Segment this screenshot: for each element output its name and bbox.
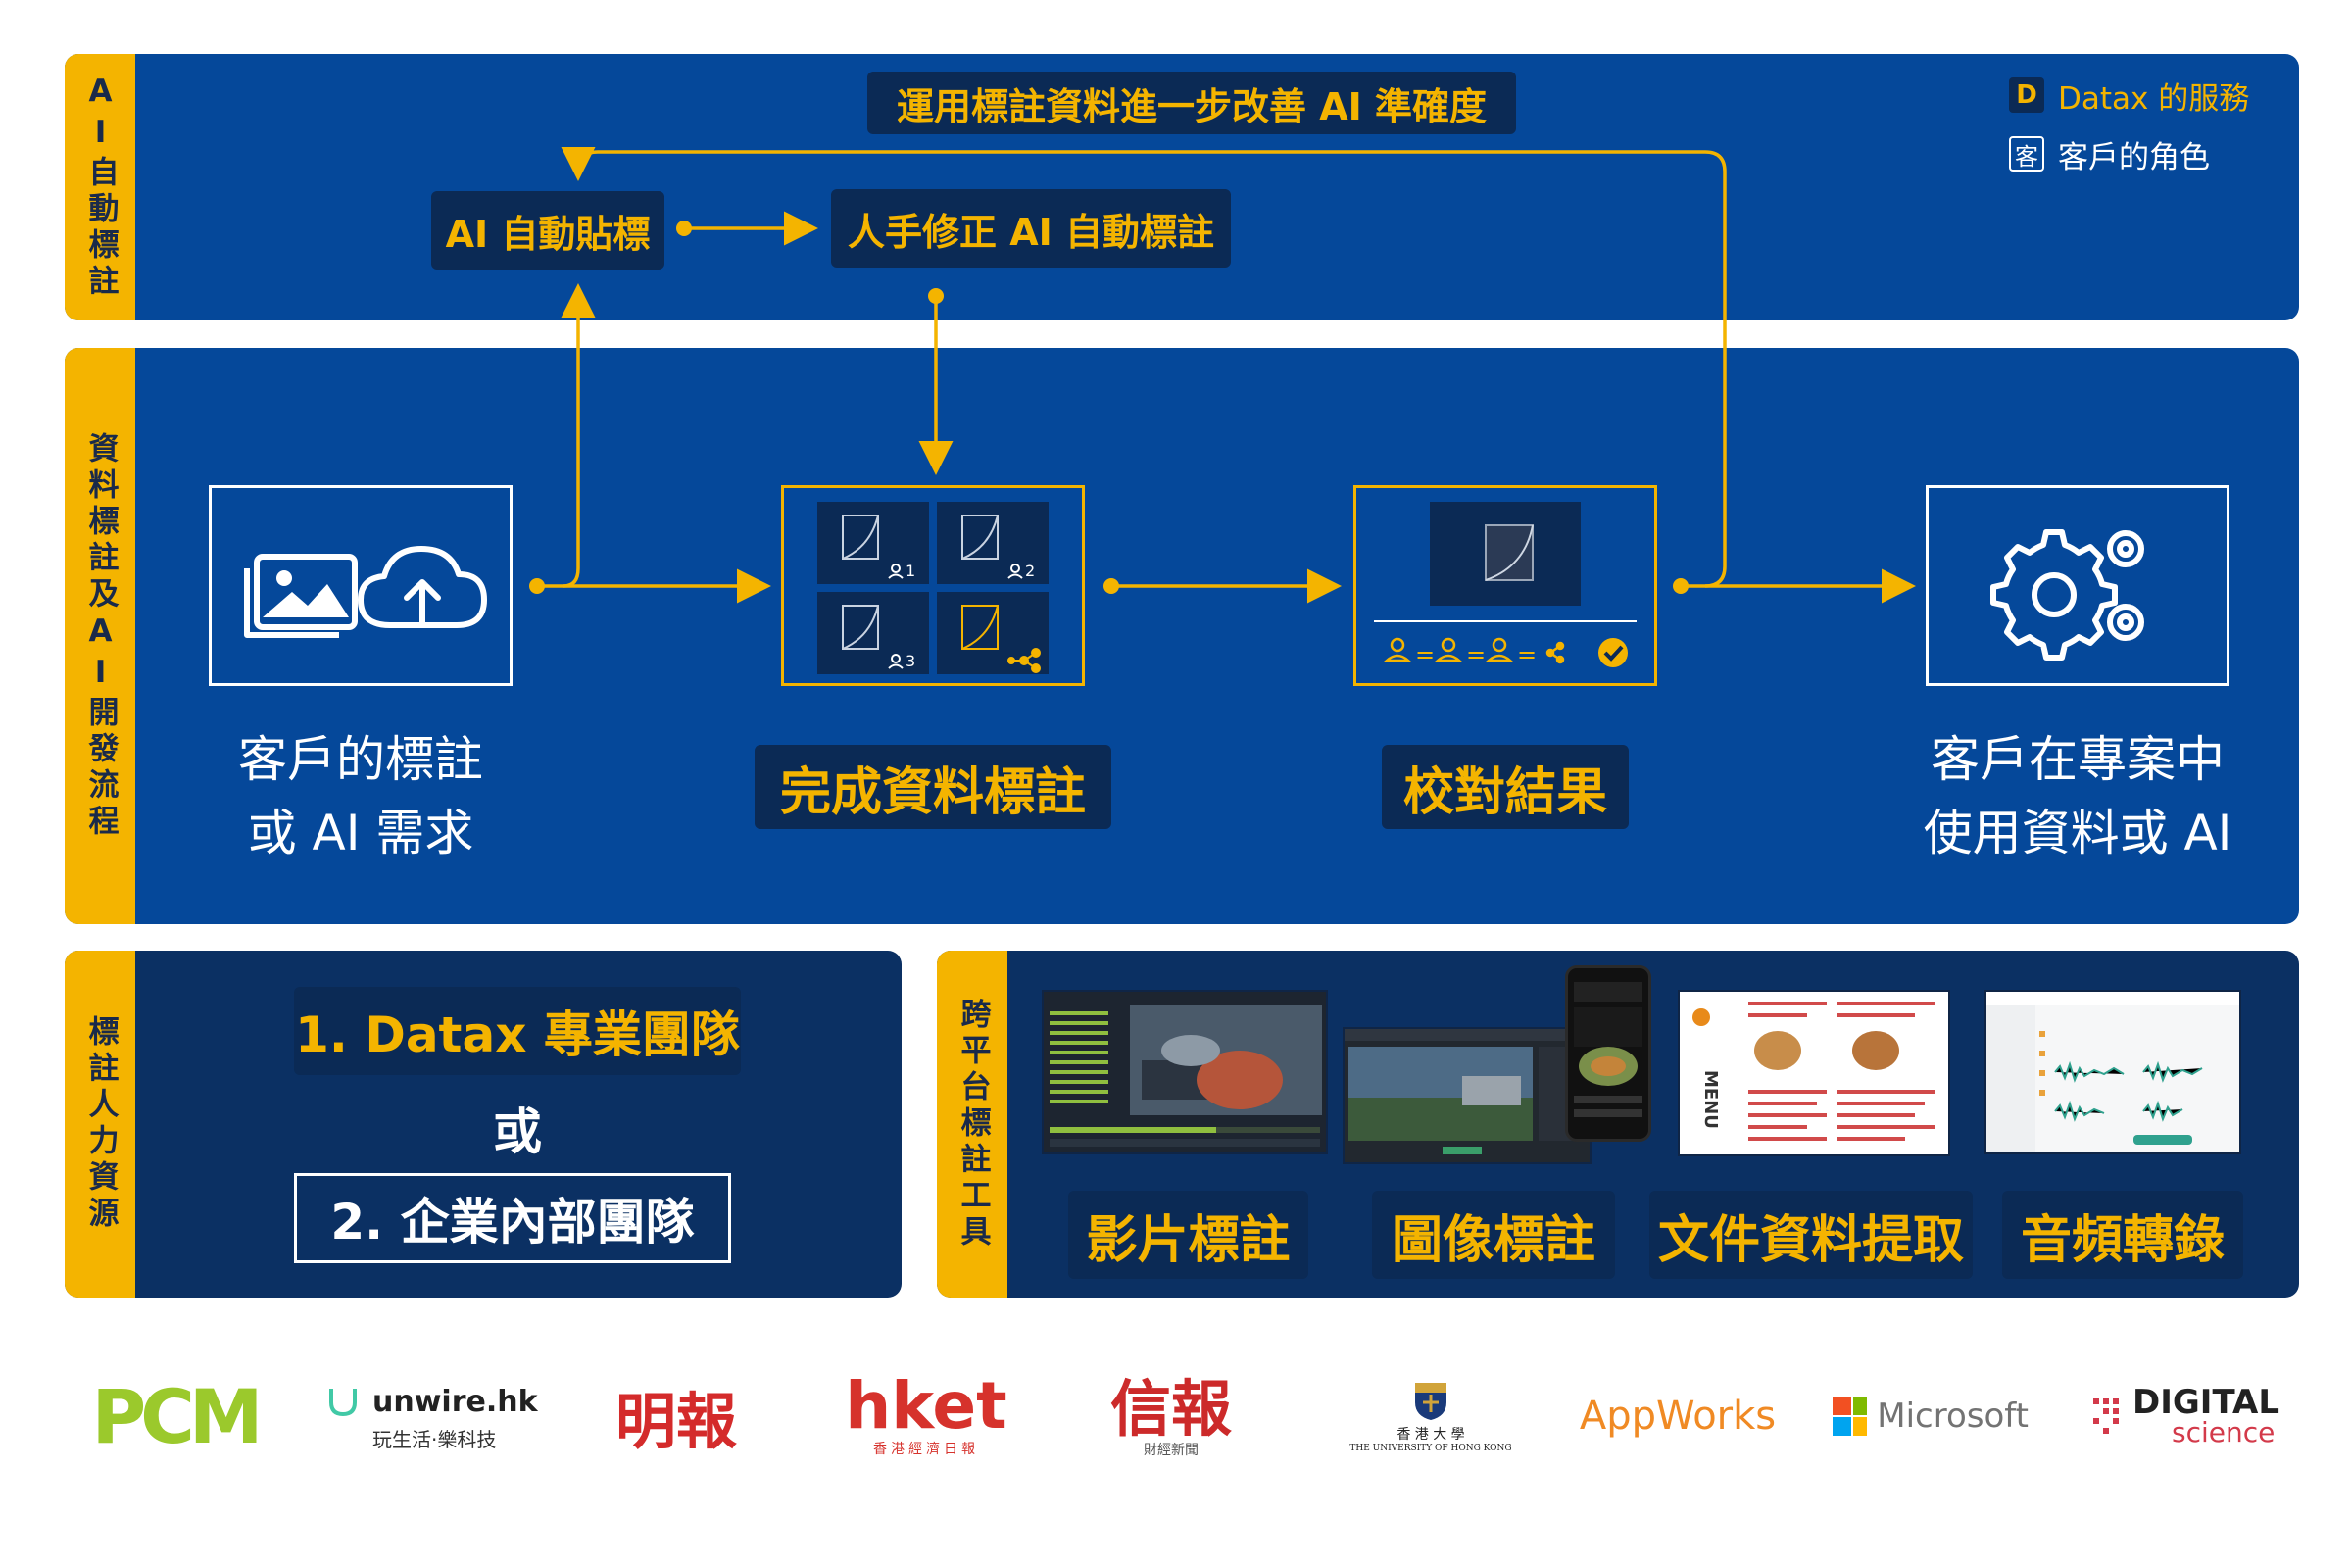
digital-text: DIGITAL [2132,1383,2279,1422]
document-tool-screenshot: MENU [1678,990,1950,1156]
hket-logo: hket 香港經濟日報 [838,1372,1014,1460]
microsoft-logo: Microsoft [1833,1377,2029,1455]
digital-science-logo: DIGITAL science [2087,1372,2283,1460]
document-extraction-label: 文件資料提取 [1649,1191,1973,1279]
customer-use-box [1926,485,2230,686]
unwire-sub-text: 玩生活‧樂科技 [372,1427,497,1451]
hkej-sub-text: 財經新聞 [1144,1442,1199,1458]
image-annotation-label: 圖像標註 [1372,1191,1615,1279]
grid-tag-2: 2 [1025,562,1035,580]
reviewer-icons: = = = [1383,637,1565,668]
tools-tab: 跨平台標註工具 [937,951,1007,1298]
internal-team-option: 2. 企業內部團隊 [294,1173,731,1263]
unwire-logo-text: unwire.hk [372,1385,538,1419]
step3-label: 校對結果 [1382,745,1629,829]
menu-text: MENU [1700,1070,1721,1129]
microsoft-logo-text: Microsoft [1877,1396,2029,1436]
review-box: = = = [1353,485,1657,686]
annotator-icons [888,564,1023,669]
datax-service-icon: D [2009,77,2044,113]
hku-cn-text: 香 港 大 學 [1396,1427,1465,1443]
human-fix-box: 人手修正 AI 自動標註 [831,189,1231,268]
hku-logo: 香 港 大 學 THE UNIVERSITY OF HONG KONG [1333,1367,1529,1465]
appworks-logo-text: AppWorks [1579,1394,1777,1439]
audio-tool-screenshot [1984,990,2241,1154]
tools-title: 跨平台標註工具 [955,997,991,1251]
human-title: 標註人力資源 [82,1015,119,1233]
annotation-grid: 1 2 3 [817,502,1049,674]
legend-customer-text: 客戶的角色 [2058,139,2210,175]
ai-auto-tab: AI自動標註 [65,54,135,320]
image-tool-screenshot [1343,1027,1592,1164]
svg-text:=: = [1517,641,1537,668]
video-tool-screenshot [1042,990,1328,1154]
science-text: science [2172,1416,2276,1448]
ai-auto-title: AI自動標註 [82,74,119,301]
phone-screenshot [1565,965,1651,1142]
pcm-logo-text: PCM [91,1372,263,1460]
unwire-mark-icon [329,1388,357,1416]
legend: D Datax 的服務 客 客戶的角色 [2009,71,2249,178]
annotation-grid-box: 1 2 3 [781,485,1085,686]
legend-datax-text: Datax 的服務 [2058,80,2250,117]
unwire-logo: unwire.hk 玩生活‧樂科技 [323,1377,539,1455]
video-annotation-label: 影片標註 [1068,1191,1308,1279]
human-tab: 標註人力資源 [65,951,135,1298]
customer-request-box [209,485,513,686]
review-illustration: = = = [1374,502,1637,668]
datax-team-option: 1. Datax 專業團隊 [294,987,741,1075]
workflow-tab: 資料標註及AI開發流程 [65,348,135,924]
step1-line2: 或 AI 需求 [247,805,474,861]
ai-network-icon [1007,648,1041,673]
microsoft-windows-icon [1833,1396,1868,1436]
hku-crest-icon [1415,1383,1446,1420]
audio-transcription-label: 音頻轉錄 [2002,1191,2243,1279]
svg-text:=: = [1415,641,1435,668]
loop-label: 運用標註資料進一步改善 AI 準確度 [867,72,1516,134]
hkej-logo: 信報 財經新聞 [1088,1372,1254,1465]
digital-science-mark-icon [2093,1398,2120,1434]
or-text: 或 [493,1103,542,1160]
ai-auto-label-box: AI 自動貼標 [431,191,664,270]
grid-tag-1: 1 [906,562,915,580]
appworks-logo: AppWorks [1580,1377,1776,1455]
step4-line1: 客戶在專案中 [1931,731,2225,788]
upload-images-icon [244,546,487,638]
step4-line2: 使用資料或 AI [1923,805,2232,861]
gears-icon [1990,529,2144,661]
svg-text:=: = [1466,641,1486,668]
hkej-logo-text: 信報 [1109,1372,1232,1445]
grid-tag-3: 3 [906,652,915,670]
check-icon [1598,638,1628,667]
hket-sub-text: 香港經濟日報 [873,1442,979,1457]
internal-team-text: 2. 企業內部團隊 [330,1194,695,1250]
customer-role-icon: 客 [2009,136,2044,172]
hket-logo-text: hket [845,1368,1007,1444]
mingpao-logo: 明報 [598,1377,755,1457]
step2-label: 完成資料標註 [755,745,1111,829]
step1-line1: 客戶的標註 [238,731,483,788]
pcm-logo: PCM [86,1373,263,1460]
workflow-title: 資料標註及AI開發流程 [82,431,119,841]
mingpao-logo-text: 明報 [614,1386,737,1457]
hku-en-text: THE UNIVERSITY OF HONG KONG [1349,1444,1512,1453]
